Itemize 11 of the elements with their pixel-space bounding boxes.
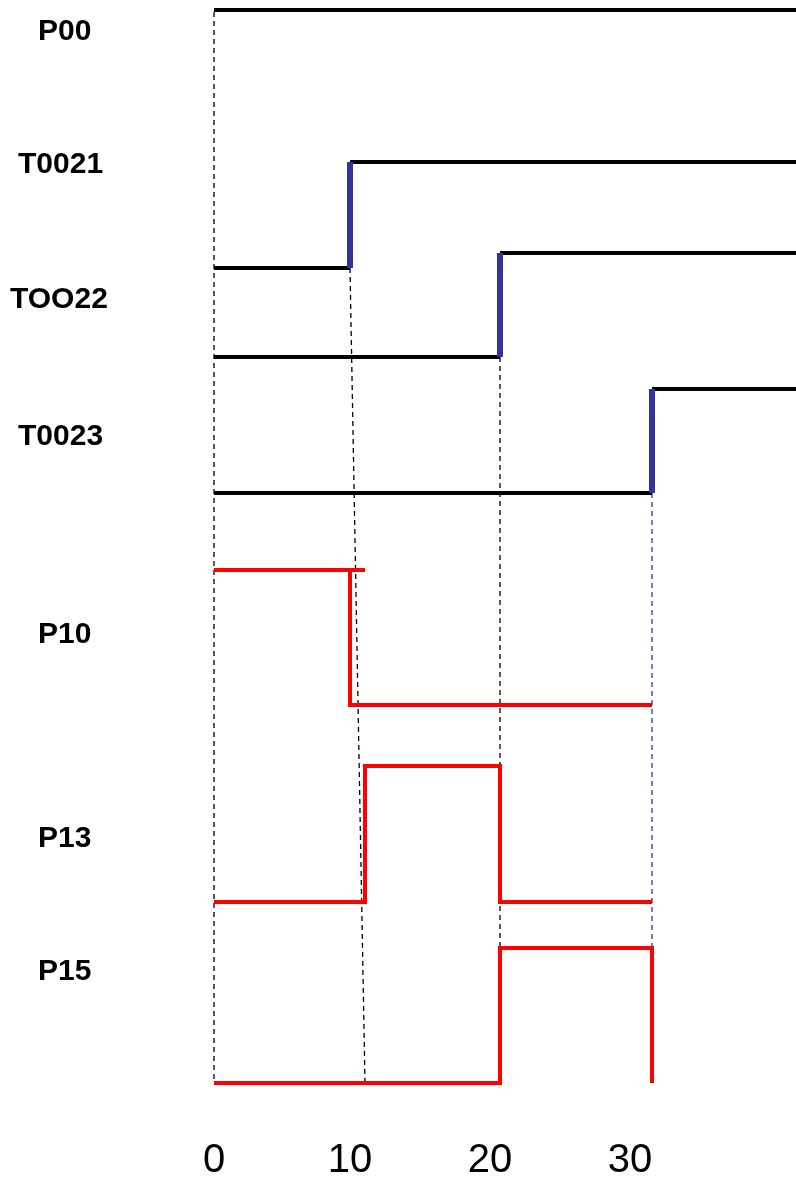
signal-name: P13 — [38, 820, 92, 854]
signal-name: TOO22 — [10, 281, 108, 315]
time-tick-label: 30 — [607, 1136, 653, 1178]
signal-name: P00 — [38, 13, 92, 47]
time-tick-label: 0 — [202, 1136, 226, 1178]
signal-name: T0023 — [18, 418, 104, 452]
signal-name: T0021 — [18, 146, 104, 180]
time-tick-label: 20 — [467, 1136, 513, 1178]
signal-name: P10 — [38, 616, 92, 650]
signal-name: P15 — [38, 953, 92, 987]
time-tick-label: 10 — [327, 1136, 373, 1178]
